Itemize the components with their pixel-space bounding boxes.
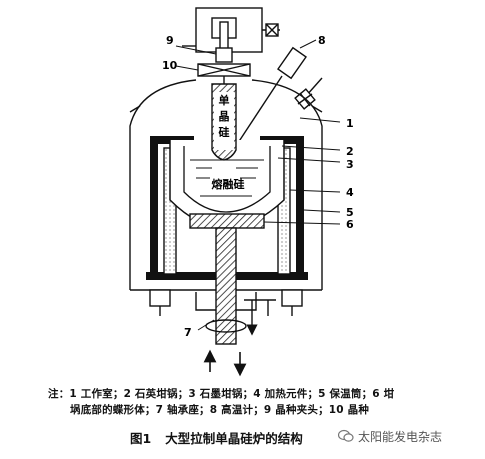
legend-text-2: 埚底部的蝶形体；7 轴承座；8 高温计；9 晶种夹头；10 晶种 bbox=[70, 404, 370, 416]
bearing-seat bbox=[195, 292, 257, 333]
seed-chuck bbox=[215, 47, 233, 63]
callout-7: 7 bbox=[184, 326, 192, 339]
callout-1: 1 bbox=[346, 117, 354, 130]
legend-prefix: 注： bbox=[48, 388, 70, 400]
callout-5: 5 bbox=[346, 206, 354, 219]
molten-silicon bbox=[190, 159, 264, 197]
drive-housing bbox=[182, 7, 280, 53]
watermark: 太阳能发电杂志 bbox=[338, 428, 442, 445]
figure-number: 图1 bbox=[130, 431, 152, 446]
flow-arrows bbox=[203, 349, 247, 377]
legend-line-1: 注：1 工作室；2 石英坩锅；3 石墨坩锅；4 加热元件；5 保温筒；6 坩 bbox=[48, 386, 468, 402]
figure-caption: 图1 大型拉制单晶硅炉的结构 bbox=[130, 428, 317, 447]
exhaust-port bbox=[244, 299, 276, 336]
crystal-label-char-3: 硅 bbox=[219, 125, 230, 139]
callout-10: 10 bbox=[162, 59, 178, 72]
callout-2: 2 bbox=[346, 145, 354, 158]
crystal-label-char-1: 单 bbox=[219, 93, 230, 107]
figure-title: 大型拉制单晶硅炉的结构 bbox=[165, 431, 303, 446]
crystal-label-char-2: 晶 bbox=[219, 110, 230, 123]
legend-line-2: 埚底部的蝶形体；7 轴承座；8 高温计；9 晶种夹头；10 晶种 bbox=[48, 402, 468, 418]
furnace-structure-diagram: 单 晶 硅 熔融硅 1 bbox=[129, 7, 354, 377]
butterfly-base bbox=[189, 213, 265, 229]
callout-6: 6 bbox=[346, 218, 354, 231]
melt-label: 熔融硅 bbox=[212, 177, 245, 191]
wechat-icon bbox=[338, 429, 354, 442]
legend-text-1: 1 工作室；2 石英坩锅；3 石墨坩锅；4 加热元件；5 保温筒；6 坩 bbox=[69, 388, 395, 400]
furnace-feet bbox=[149, 289, 303, 316]
watermark-text: 太阳能发电杂志 bbox=[358, 430, 443, 444]
callout-8: 8 bbox=[318, 34, 326, 47]
legend-notes: 注：1 工作室；2 石英坩锅；3 石墨坩锅；4 加热元件；5 保温筒；6 坩 埚… bbox=[48, 386, 468, 418]
gas-inlet-valve bbox=[294, 77, 323, 110]
pyrometer bbox=[231, 46, 307, 153]
seed bbox=[197, 63, 251, 84]
callout-4: 4 bbox=[346, 186, 354, 199]
callout-3: 3 bbox=[346, 158, 354, 171]
callout-9: 9 bbox=[166, 34, 174, 47]
support-shaft bbox=[215, 227, 237, 345]
callout-leaders bbox=[175, 39, 341, 331]
